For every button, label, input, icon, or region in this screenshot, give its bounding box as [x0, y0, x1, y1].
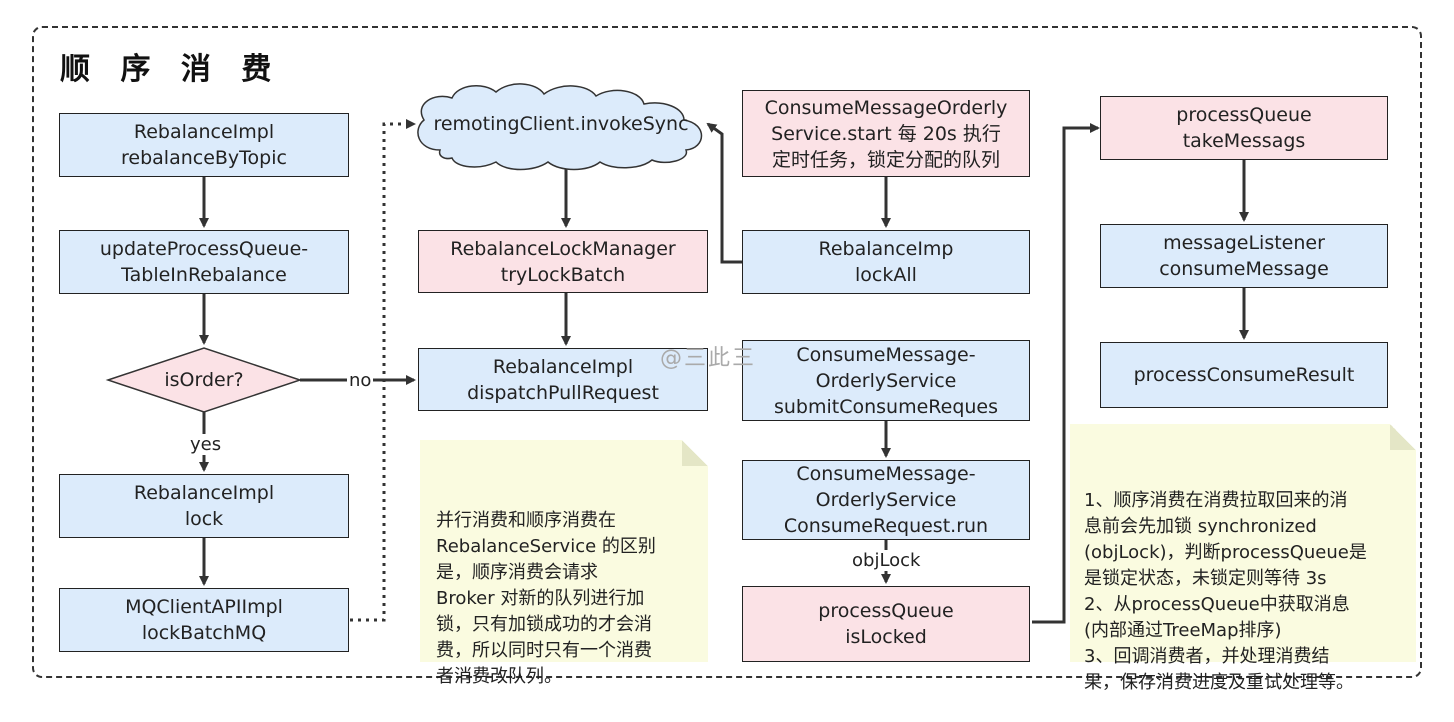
isorder-decision-label: isOrder?: [164, 369, 244, 391]
rebalance-by-topic-node: RebalanceImpl rebalanceByTopic: [59, 113, 349, 177]
invoke-sync-label: remotingClient.invokeSync: [433, 113, 689, 135]
left-sticky-note: 并行消费和顺序消费在 RebalanceService 的区别 是，顺序消费会请…: [420, 440, 708, 687]
note-fold-corner: [682, 440, 708, 466]
no-branch-label: no: [347, 370, 374, 391]
right-note-text: 1、顺序消费在消费拉取回来的消 息前会先加锁 synchronized (obj…: [1084, 490, 1367, 693]
rebalance-lock-node: RebalanceImpl lock: [59, 474, 349, 538]
connector-layer: [105, 83, 1249, 624]
lock-batch-mq-node: MQClientAPIImpl lockBatchMQ: [59, 588, 349, 652]
try-lock-batch-node: RebalanceLockManager tryLockBatch: [418, 230, 708, 293]
submit-consume-request-node: ConsumeMessage- OrderlyService submitCon…: [742, 340, 1030, 421]
dotted-lockbatch-to-invokesync: [350, 119, 416, 622]
author-watermark: @三此三: [660, 346, 757, 371]
note-fold-corner: [1390, 424, 1416, 450]
dispatch-pull-request-node: RebalanceImpl dispatchPullRequest: [418, 348, 708, 411]
update-process-queue-node: updateProcessQueue- TableInRebalance: [59, 230, 349, 294]
take-messags-node: processQueue takeMessags: [1100, 96, 1388, 160]
service-start-node: ConsumeMessageOrderly Service.start 每 20…: [742, 90, 1030, 177]
objlock-label: objLock: [850, 550, 923, 571]
process-consume-result-node: processConsumeResult: [1100, 342, 1388, 408]
arrow-lockall-to-invokesync: [706, 122, 742, 264]
arrow-islocked-to-takemessags: [1032, 123, 1100, 624]
diagram-title: 顺 序 消 费: [60, 52, 282, 87]
left-note-text: 并行消费和顺序消费在 RebalanceService 的区别 是，顺序消费会请…: [436, 510, 656, 687]
consume-message-node: messageListener consumeMessage: [1100, 224, 1388, 288]
yes-branch-label: yes: [188, 434, 224, 455]
process-queue-islocked-node: processQueue isLocked: [742, 586, 1030, 662]
right-sticky-note: 1、顺序消费在消费拉取回来的消 息前会先加锁 synchronized (obj…: [1070, 424, 1416, 693]
invokesync-cloud: [417, 83, 703, 171]
isorder-diamond: [105, 347, 303, 413]
diagram-frame: [32, 26, 1422, 678]
lock-all-node: RebalanceImp lockAll: [742, 230, 1030, 294]
consume-request-run-node: ConsumeMessage- OrderlyService ConsumeRe…: [742, 460, 1030, 540]
